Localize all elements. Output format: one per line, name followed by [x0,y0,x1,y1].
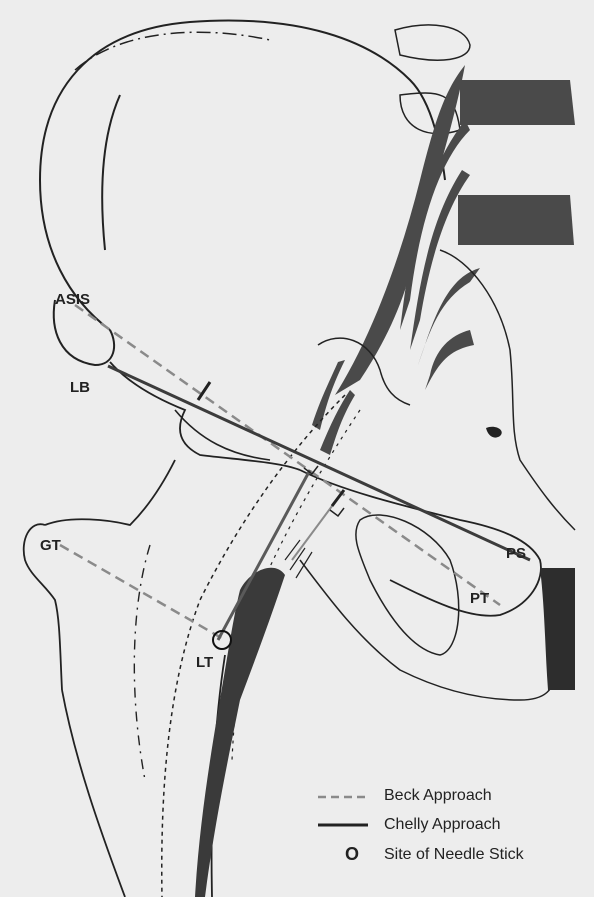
chelly-tick-1 [198,382,210,400]
beck-line-asis-pt [75,305,500,605]
beck-perpendicular [292,498,338,560]
vertebra-2 [458,195,574,245]
right-angle-marker-2 [330,508,344,516]
pubic-symphysis [540,568,575,690]
iliac-crest-inner [75,32,270,70]
label-pt: PT [470,591,489,606]
legend-needle-label: Site of Needle Stick [384,847,524,863]
vertebra-1 [460,80,575,125]
iliopsoas-hatch [285,540,312,578]
legend-needle-symbol: O [345,845,359,863]
asis-outline [54,300,114,365]
beck-line-gt-lt [60,545,225,640]
label-asis: ASIS [55,292,90,307]
label-gt: GT [40,538,61,553]
femoral-neck [45,460,175,525]
anterior-border [110,362,300,470]
vertebra-top-outline [395,25,470,60]
iliopsoas-shaded [195,568,285,897]
legend-chelly-label: Chelly Approach [384,817,501,833]
iliac-wing-outline [40,21,445,330]
sacral-foramen [486,427,502,438]
obturator-foramen [356,515,459,655]
legend-beck-label: Beck Approach [384,788,492,804]
femur-intertrochanteric [134,545,150,780]
label-ps: PS [506,546,526,561]
femur-shaft-lateral [62,690,125,897]
pubic-ramus-upper [300,470,541,616]
chelly-line-lb-ps [108,366,530,560]
label-lb: LB [70,380,90,395]
sacral-outline [440,250,575,530]
chelly-tick-2 [332,490,344,506]
inferior-ramus [300,560,555,700]
label-lt: LT [196,655,213,670]
